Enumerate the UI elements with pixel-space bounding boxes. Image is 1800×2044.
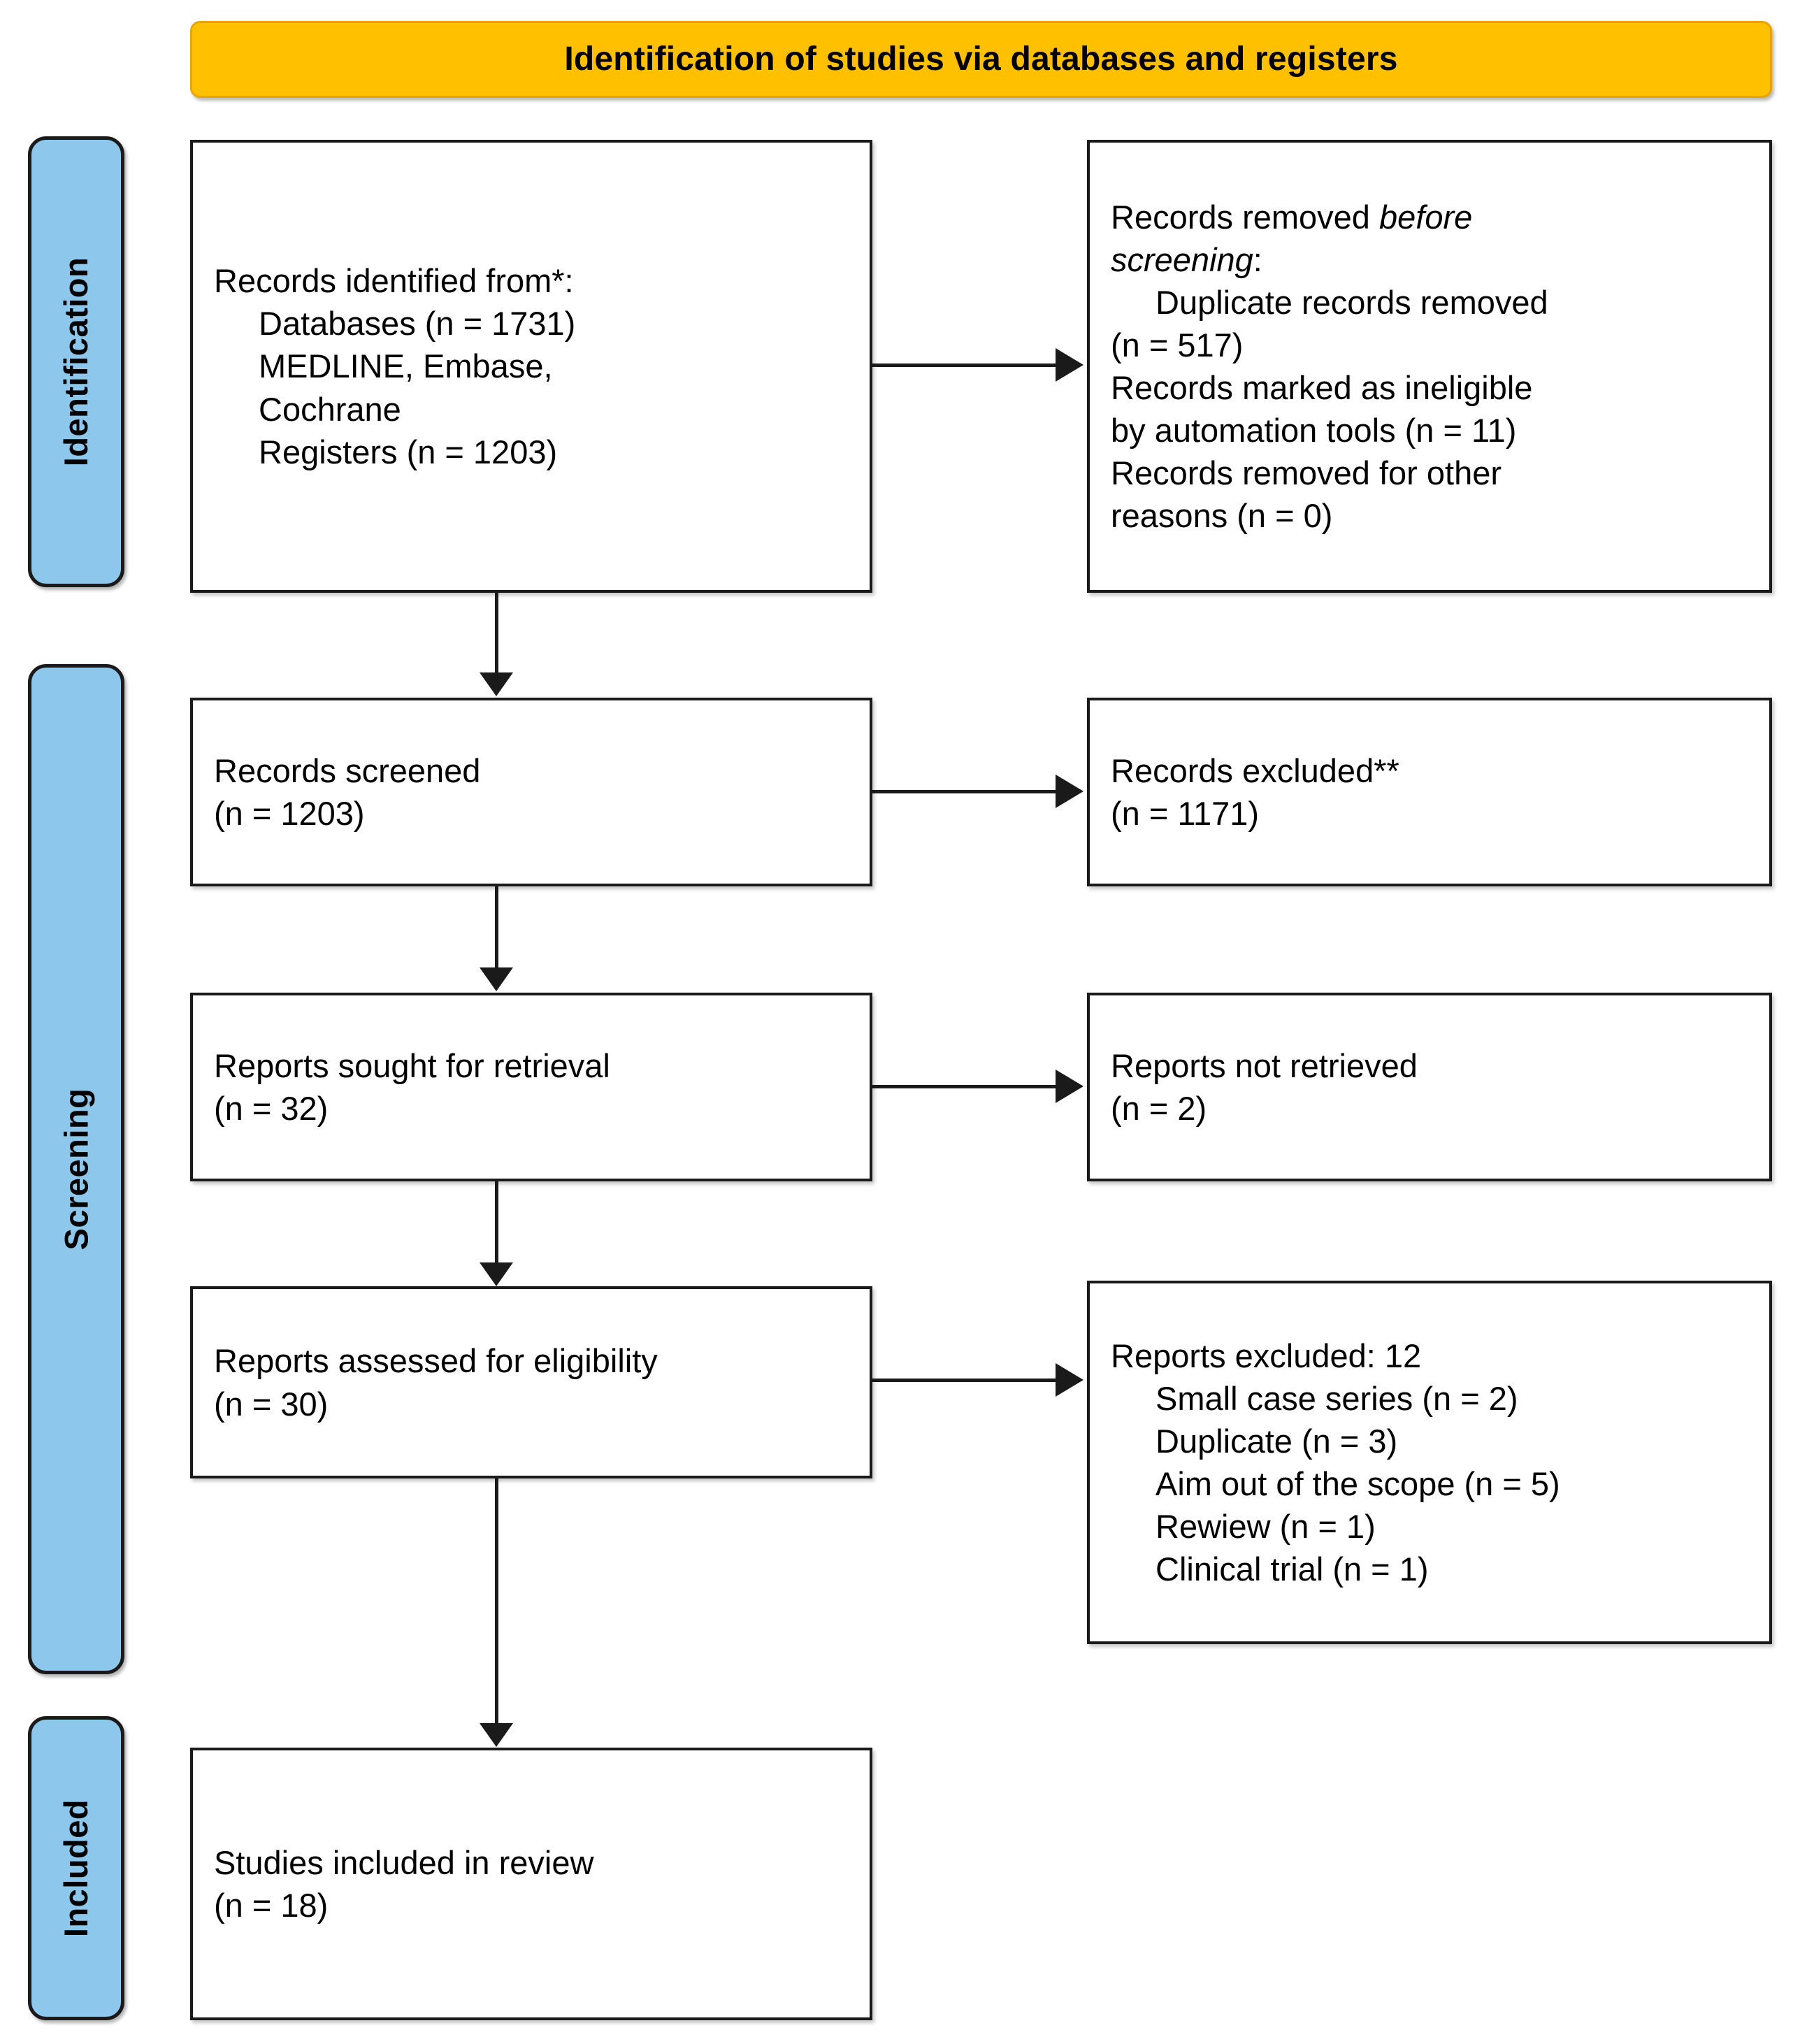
connector-line-sought-to-not-retrieved bbox=[872, 1085, 1063, 1088]
records-excluded-line1: Records excluded** bbox=[1111, 751, 1399, 789]
box-reports-assessed: Reports assessed for eligibility (n = 30) bbox=[190, 1286, 872, 1478]
arrowhead-assessed-to-reports-excluded bbox=[1056, 1363, 1083, 1397]
records-removed-line6: by automation tools (n = 11) bbox=[1111, 412, 1517, 449]
records-identified-line1: Records identified from*: bbox=[214, 262, 574, 300]
connector-line-assessed-to-included bbox=[495, 1478, 498, 1723]
records-screened-line1: Records screened bbox=[214, 751, 481, 789]
records-removed-line5: Records marked as ineligible bbox=[1111, 369, 1533, 406]
stage-pill-included: Included bbox=[28, 1716, 124, 2020]
box-reports-assessed-text: Reports assessed for eligibility (n = 30) bbox=[193, 1339, 679, 1425]
reports-excluded-line2: Small case series (n = 2) bbox=[1155, 1379, 1518, 1417]
reports-sought-line1: Reports sought for retrieval bbox=[214, 1046, 610, 1084]
records-excluded-line2: (n = 1171) bbox=[1111, 795, 1260, 832]
diagram-title-banner: Identification of studies via databases … bbox=[190, 21, 1772, 98]
connector-line-screened-to-sought bbox=[495, 886, 498, 967]
records-removed-line1a: Records removed bbox=[1111, 198, 1379, 236]
box-reports-sought-text: Reports sought for retrieval (n = 32) bbox=[193, 1044, 631, 1130]
box-records-excluded-text: Records excluded** (n = 1171) bbox=[1090, 749, 1420, 835]
box-reports-excluded: Reports excluded: 12 Small case series (n… bbox=[1087, 1281, 1772, 1644]
reports-assessed-line2: (n = 30) bbox=[214, 1385, 329, 1423]
reports-excluded-line5: Rewiew (n = 1) bbox=[1155, 1508, 1376, 1546]
box-reports-excluded-text: Reports excluded: 12 Small case series (n… bbox=[1090, 1334, 1581, 1591]
records-identified-line4: Cochrane bbox=[259, 390, 401, 428]
records-removed-line3: Duplicate records removed bbox=[1155, 283, 1548, 321]
records-removed-line4: (n = 517) bbox=[1111, 326, 1244, 364]
connector-line-assessed-to-reports-excluded bbox=[872, 1379, 1063, 1382]
studies-included-line2: (n = 18) bbox=[214, 1887, 329, 1924]
arrowhead-sought-to-not-retrieved bbox=[1056, 1070, 1083, 1103]
reports-excluded-line6: Clinical trial (n = 1) bbox=[1155, 1550, 1429, 1588]
reports-assessed-line1: Reports assessed for eligibility bbox=[214, 1342, 658, 1380]
reports-excluded-line1: Reports excluded: 12 bbox=[1111, 1337, 1422, 1374]
stage-label-identification: Identification bbox=[57, 257, 95, 467]
records-removed-line7: Records removed for other bbox=[1111, 454, 1502, 492]
diagram-title: Identification of studies via databases … bbox=[564, 40, 1398, 78]
connector-line-identified-to-screened bbox=[495, 593, 498, 672]
arrowhead-identified-to-screened bbox=[480, 672, 513, 696]
records-identified-line2: Databases (n = 1731) bbox=[259, 305, 576, 343]
records-screened-line2: (n = 1203) bbox=[214, 795, 365, 832]
arrowhead-identified-to-removed bbox=[1056, 348, 1083, 382]
box-studies-included-text: Studies included in review (n = 18) bbox=[193, 1841, 614, 1927]
records-identified-line5: Registers (n = 1203) bbox=[259, 433, 558, 470]
reports-excluded-line3: Duplicate (n = 3) bbox=[1155, 1422, 1398, 1460]
reports-not-retrieved-line2: (n = 2) bbox=[1111, 1090, 1207, 1127]
studies-included-line1: Studies included in review bbox=[214, 1843, 594, 1881]
connector-line-identified-to-removed bbox=[872, 364, 1063, 367]
box-records-screened-text: Records screened (n = 1203) bbox=[193, 749, 501, 835]
arrowhead-sought-to-assessed bbox=[480, 1262, 513, 1286]
box-studies-included: Studies included in review (n = 18) bbox=[190, 1748, 872, 2020]
records-identified-line3: MEDLINE, Embase, bbox=[259, 347, 553, 385]
stage-pill-identification: Identification bbox=[28, 136, 124, 587]
records-removed-line8: reasons (n = 0) bbox=[1111, 497, 1333, 535]
records-removed-line1b: before bbox=[1379, 198, 1473, 236]
box-records-identified-text: Records identified from*: Databases (n = … bbox=[193, 259, 596, 473]
stage-label-screening: Screening bbox=[57, 1088, 95, 1251]
box-reports-sought: Reports sought for retrieval (n = 32) bbox=[190, 993, 872, 1181]
arrowhead-screened-to-excluded bbox=[1056, 775, 1083, 808]
connector-line-screened-to-excluded bbox=[872, 790, 1063, 793]
box-reports-not-retrieved: Reports not retrieved (n = 2) bbox=[1087, 993, 1772, 1181]
arrowhead-assessed-to-included bbox=[480, 1723, 513, 1747]
box-records-excluded: Records excluded** (n = 1171) bbox=[1087, 698, 1772, 886]
arrowhead-screened-to-sought bbox=[480, 967, 513, 991]
reports-not-retrieved-line1: Reports not retrieved bbox=[1111, 1046, 1418, 1084]
records-removed-line2a: : bbox=[1253, 240, 1262, 278]
stage-label-included: Included bbox=[57, 1799, 95, 1938]
box-reports-not-retrieved-text: Reports not retrieved (n = 2) bbox=[1090, 1044, 1439, 1130]
box-records-screened: Records screened (n = 1203) bbox=[190, 698, 872, 886]
box-records-removed-text: Records removed before screening: Duplicat… bbox=[1090, 196, 1569, 538]
reports-sought-line2: (n = 32) bbox=[214, 1090, 329, 1127]
box-records-removed-before-screening: Records removed before screening: Duplicat… bbox=[1087, 140, 1772, 593]
box-records-identified: Records identified from*: Databases (n = … bbox=[190, 140, 872, 593]
reports-excluded-line4: Aim out of the scope (n = 5) bbox=[1155, 1465, 1560, 1502]
stage-pill-screening: Screening bbox=[28, 664, 124, 1674]
records-removed-line2b: screening bbox=[1111, 240, 1253, 278]
connector-line-sought-to-assessed bbox=[495, 1181, 498, 1262]
